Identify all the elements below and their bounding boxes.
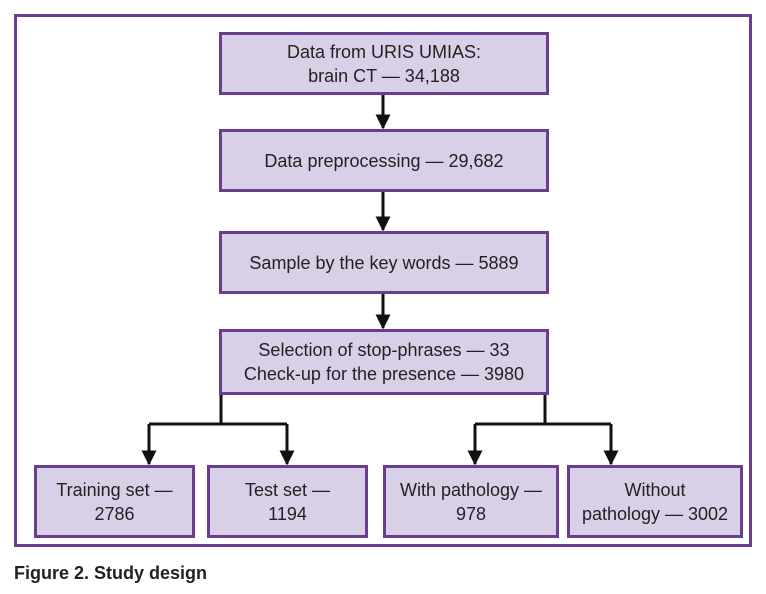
- diagram-frame: [14, 14, 752, 547]
- figure-caption: Figure 2. Study design: [14, 563, 208, 583]
- box-without-pathology-line2: pathology — 3002: [581, 503, 729, 524]
- box-training-set: Training set — 2786: [34, 465, 195, 538]
- box-stop-phrase-selection: Selection of stop-phrases — 33 Check-up …: [219, 329, 549, 395]
- box-keyword-sample-label: Sample by the key words — 5889: [249, 252, 519, 273]
- box-data-source-line2: brain CT — 34,188: [308, 65, 460, 86]
- box-with-pathology-line1: With pathology —: [399, 479, 543, 500]
- box-stop-phrase-selection-line2: Check-up for the presence — 3980: [243, 364, 525, 384]
- box-training-set-line1: Training set —: [56, 479, 173, 500]
- box-with-pathology: With pathology — 978: [383, 465, 559, 538]
- box-data-preprocessing: Data preprocessing — 29,682: [219, 129, 549, 192]
- box-data-preprocessing-label: Data preprocessing — 29,682: [264, 150, 504, 171]
- box-training-set-line2: 2786: [94, 503, 135, 524]
- box-test-set-line1: Test set —: [244, 479, 331, 500]
- box-stop-phrase-selection-line1: Selection of stop-phrases — 33: [258, 340, 510, 360]
- box-without-pathology-line1: Without: [624, 479, 686, 500]
- box-data-source-line1: Data from URIS UMIAS:: [286, 41, 482, 62]
- box-test-set: Test set — 1194: [207, 465, 368, 538]
- box-data-source: Data from URIS UMIAS: brain CT — 34,188: [219, 32, 549, 95]
- box-test-set-line2: 1194: [268, 503, 307, 524]
- box-keyword-sample: Sample by the key words — 5889: [219, 231, 549, 294]
- box-without-pathology: Without pathology — 3002: [567, 465, 743, 538]
- box-with-pathology-line2: 978: [455, 503, 487, 524]
